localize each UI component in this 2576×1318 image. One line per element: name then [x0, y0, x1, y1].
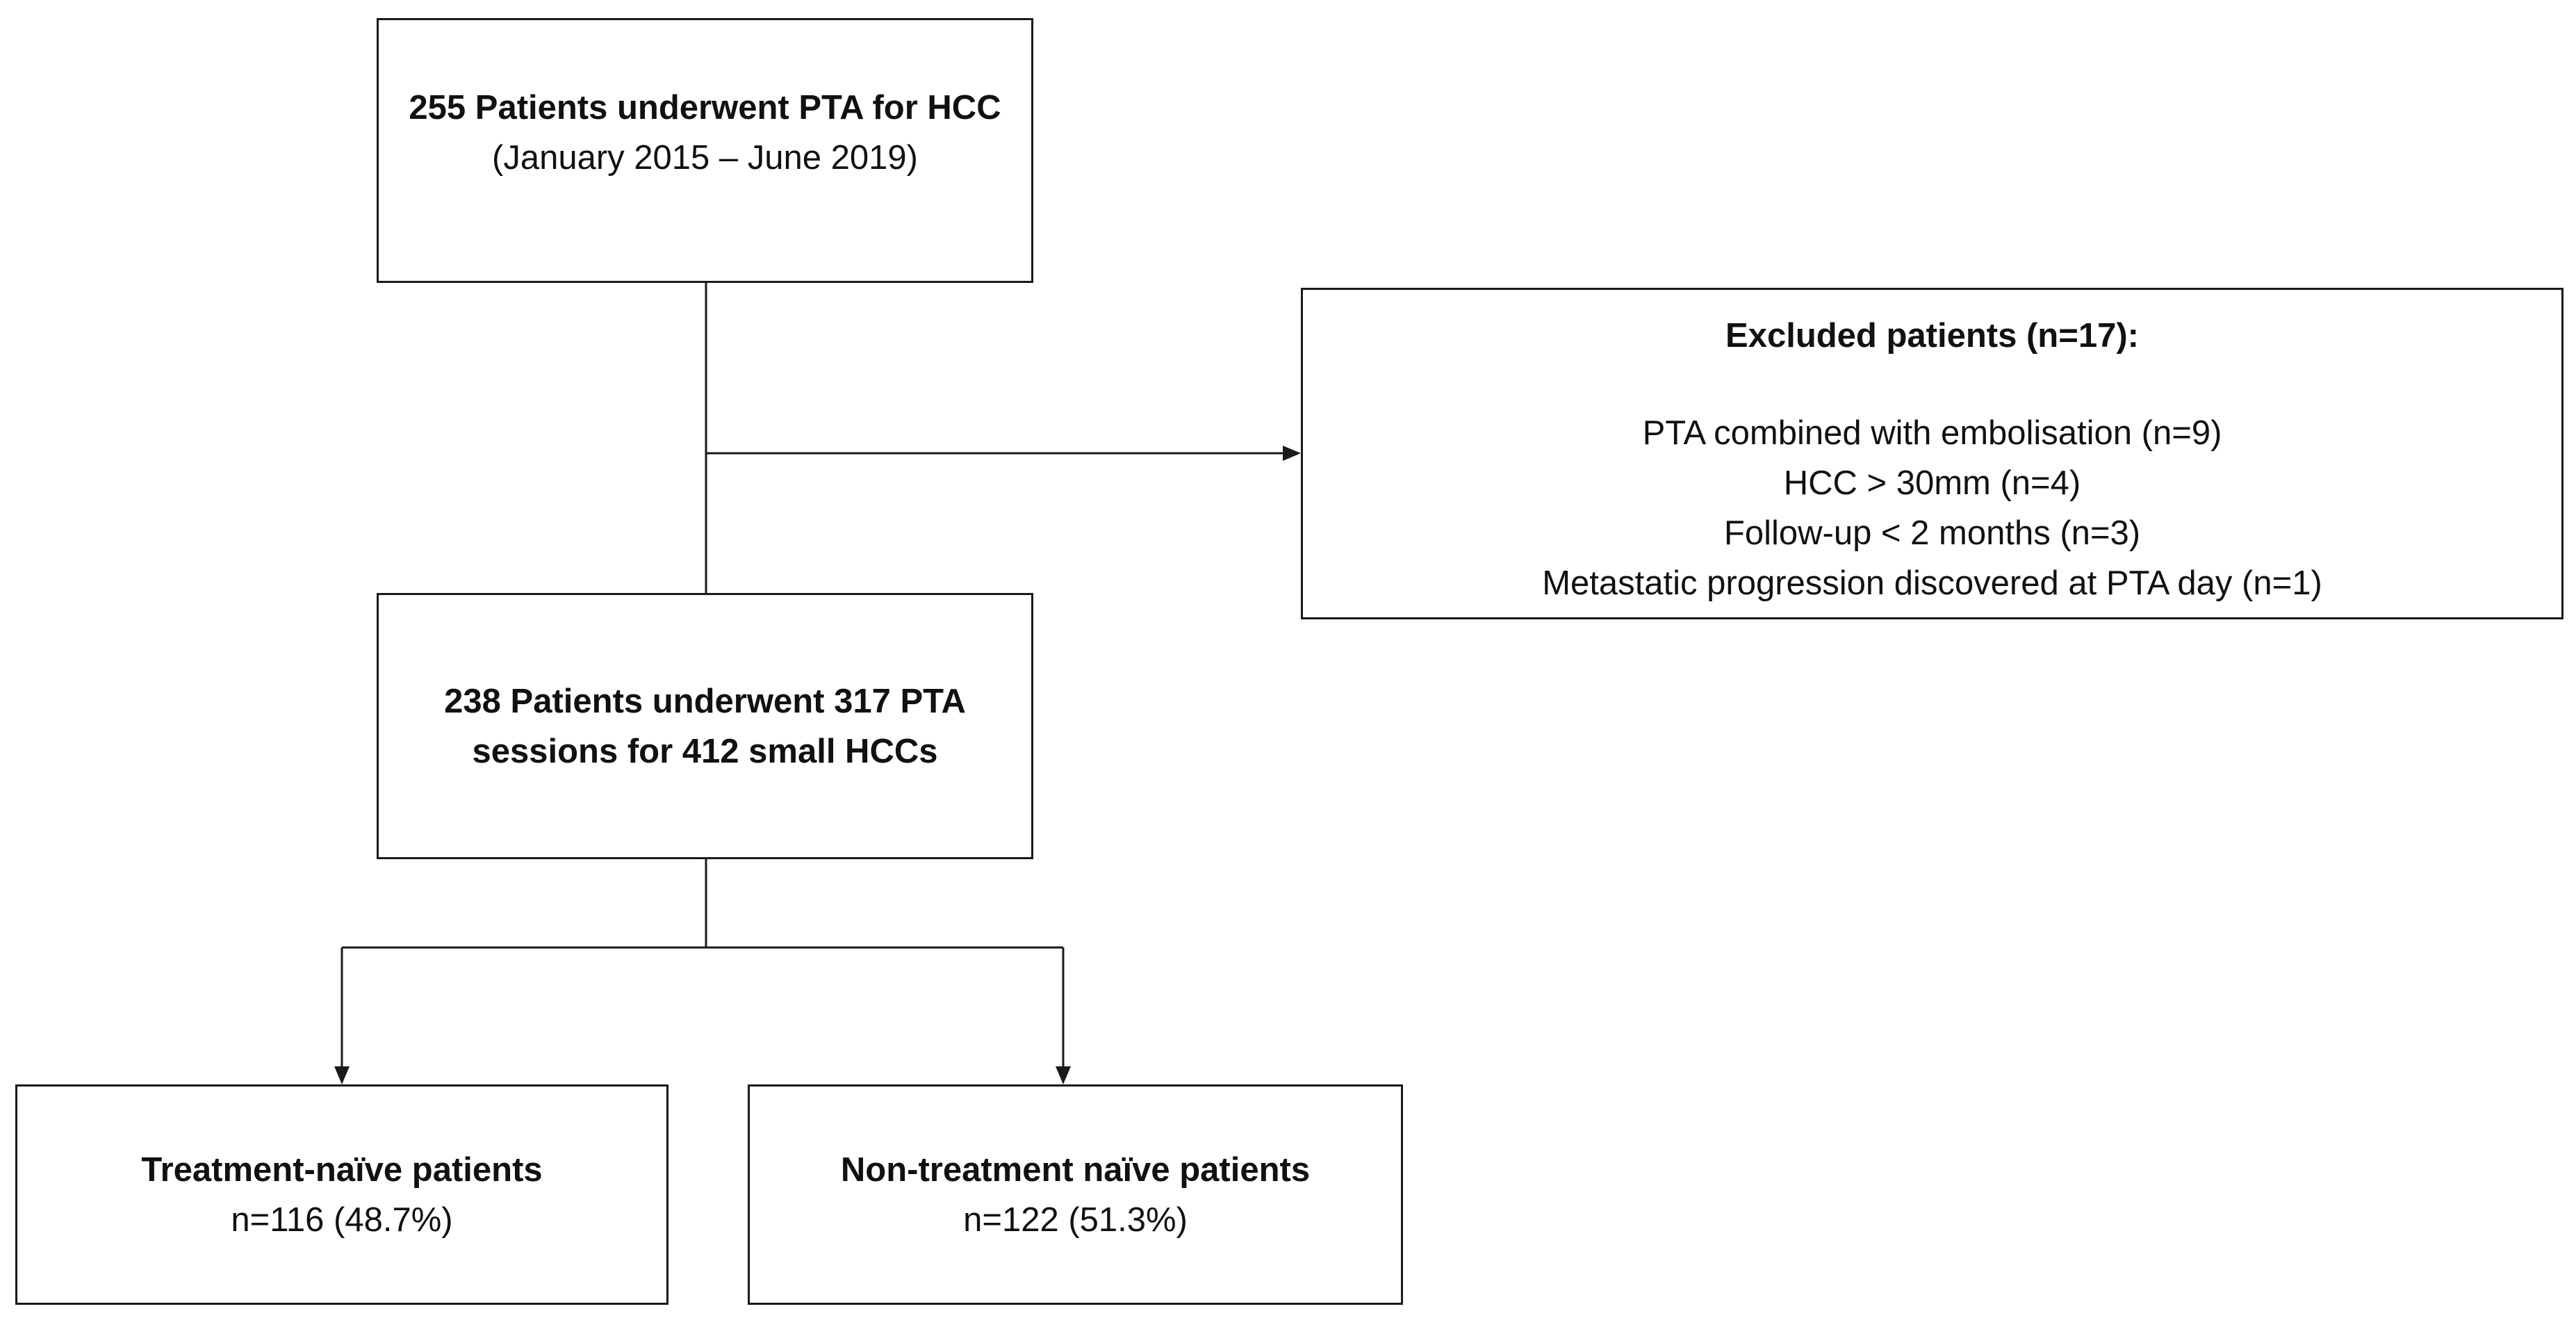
excluded-reason: Follow-up < 2 months (n=3): [1723, 514, 2141, 552]
treatment-naive-count: n=116 (48.7%): [231, 1201, 453, 1239]
initial-cohort-title: 255 Patients underwent PTA for HCC: [409, 89, 1001, 127]
non-treatment-naive-count: n=122 (51.3%): [963, 1201, 1188, 1239]
included-cohort-line-1: 238 Patients underwent 317 PTA: [444, 682, 966, 720]
initial-cohort-box: 255 Patients underwent PTA for HCC (Janu…: [377, 18, 1033, 283]
arrow-to-naive-icon: [334, 1066, 350, 1084]
non-treatment-naive-box: Non-treatment naïve patients n=122 (51.3…: [748, 1084, 1403, 1305]
arrow-to-non-naive-icon: [1056, 1066, 1071, 1084]
included-cohort-line-2: sessions for 412 small HCCs: [472, 732, 938, 770]
non-treatment-naive-title: Non-treatment naïve patients: [840, 1150, 1311, 1189]
arrow-to-excluded-icon: [1283, 446, 1301, 461]
excluded-reason: HCC > 30mm (n=4): [1783, 464, 2081, 502]
excluded-patients-box: Excluded patients (n=17): PTA combined w…: [1301, 288, 2563, 619]
included-cohort-box: 238 Patients underwent 317 PTA sessions …: [377, 593, 1033, 859]
treatment-naive-title: Treatment-naïve patients: [141, 1150, 543, 1189]
excluded-reason: PTA combined with embolisation (n=9): [1642, 414, 2222, 452]
initial-cohort-period: (January 2015 – June 2019): [492, 139, 918, 177]
treatment-naive-box: Treatment-naïve patients n=116 (48.7%): [15, 1084, 668, 1305]
excluded-title: Excluded patients (n=17):: [1725, 317, 2139, 355]
excluded-reason: Metastatic progression discovered at PTA…: [1542, 564, 2322, 602]
